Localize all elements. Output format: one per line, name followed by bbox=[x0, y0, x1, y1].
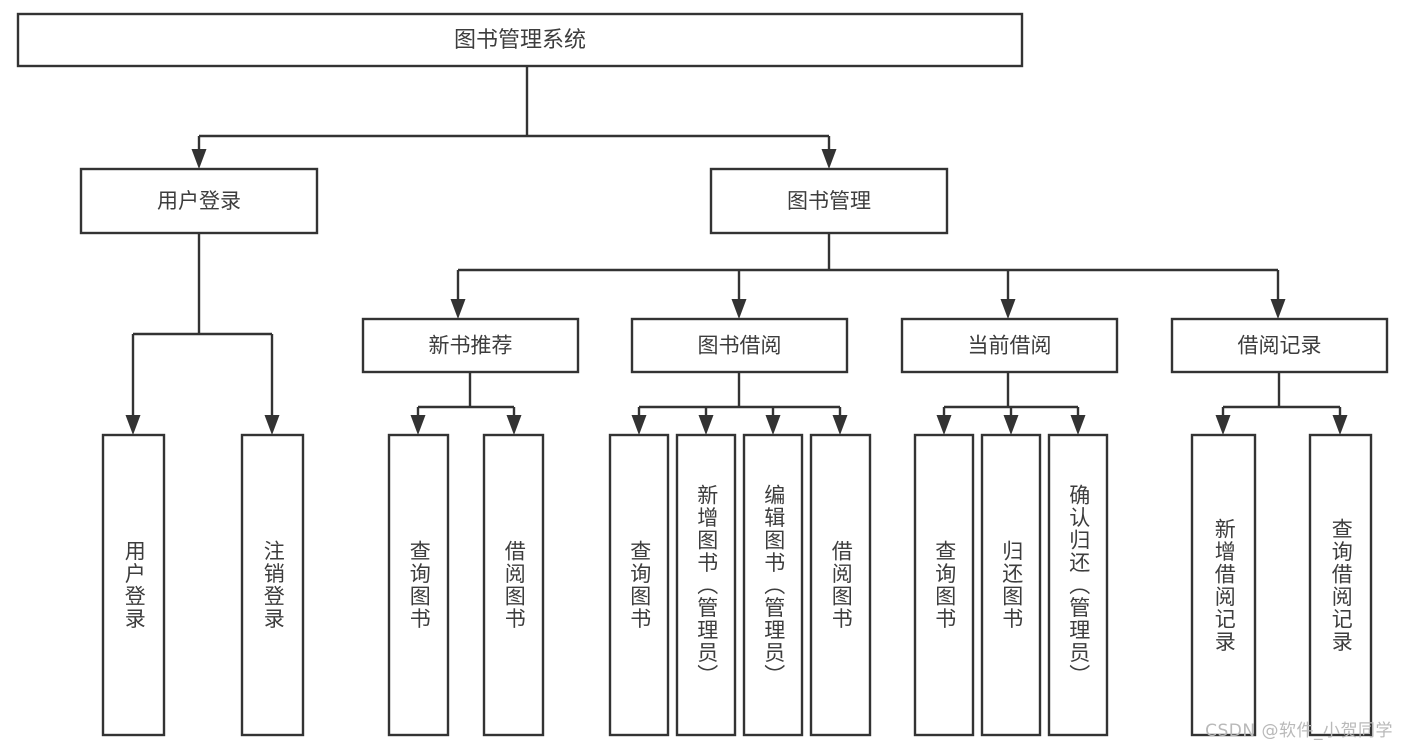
level3-node-box-borrow-record[interactable] bbox=[1170, 317, 1389, 374]
connector-new-book-recommend-branch-1-arrowhead bbox=[506, 415, 522, 435]
level2-node-box-user-login[interactable] bbox=[79, 167, 319, 235]
root-node-box-root[interactable] bbox=[16, 12, 1024, 68]
connector-book-management-branch-0-arrowhead bbox=[450, 299, 466, 319]
connector-book-management-branch-3-arrowhead bbox=[1270, 299, 1286, 319]
connector-new-book-recommend-branch-0-arrowhead bbox=[410, 415, 426, 435]
root-node-label-root: 图书管理系统 bbox=[454, 28, 586, 53]
level3-node-box-current-borrow[interactable] bbox=[900, 317, 1119, 374]
level3-node-label-borrow-record: 借阅记录 bbox=[1238, 334, 1322, 358]
leaf-node-box-leaf-borrow-book-1[interactable] bbox=[482, 433, 545, 737]
connector-current-borrow-branch-2-arrowhead bbox=[1070, 415, 1086, 435]
level3-node-label-current-borrow: 当前借阅 bbox=[968, 334, 1052, 358]
leaf-node-box-leaf-query-book-1[interactable] bbox=[387, 433, 450, 737]
connectors-layer bbox=[125, 66, 1348, 435]
leaf-node-box-leaf-edit-book[interactable] bbox=[742, 433, 804, 737]
connector-book-management-branch-2-arrowhead bbox=[1000, 299, 1016, 319]
level3-node-box-book-borrow[interactable] bbox=[630, 317, 849, 374]
level2-node-box-book-management[interactable] bbox=[709, 167, 949, 235]
connector-book-borrow-branch-2-arrowhead bbox=[765, 415, 781, 435]
connector-user-login-branch-1-arrowhead bbox=[264, 415, 280, 435]
connector-borrow-record-branch-1-arrowhead bbox=[1332, 415, 1348, 435]
leaf-node-box-leaf-add-book[interactable] bbox=[675, 433, 737, 737]
connector-book-borrow-branch-0-arrowhead bbox=[631, 415, 647, 435]
leaf-node-box-leaf-borrow-book-2[interactable] bbox=[809, 433, 872, 737]
connector-current-borrow-branch-0-arrowhead bbox=[936, 415, 952, 435]
leaf-node-box-leaf-query-record[interactable] bbox=[1308, 433, 1373, 737]
leaf-node-box-leaf-query-book-3[interactable] bbox=[913, 433, 975, 737]
watermark-text: CSDN @软件_小贺同学 bbox=[1205, 721, 1393, 741]
level2-node-label-book-management: 图书管理 bbox=[787, 189, 871, 213]
level3-node-box-new-book-recommend[interactable] bbox=[361, 317, 580, 374]
connector-current-borrow-branch-1-arrowhead bbox=[1003, 415, 1019, 435]
connector-user-login-branch-0-arrowhead bbox=[125, 415, 141, 435]
connector-root-branch-1-arrowhead bbox=[821, 149, 837, 169]
level3-node-label-new-book-recommend: 新书推荐 bbox=[429, 334, 513, 358]
connector-root-branch-0-arrowhead bbox=[191, 149, 207, 169]
leaf-node-box-leaf-logout[interactable] bbox=[240, 433, 305, 737]
connector-borrow-record-branch-0-arrowhead bbox=[1215, 415, 1231, 435]
connector-book-borrow-branch-1-arrowhead bbox=[698, 415, 714, 435]
level2-node-label-user-login: 用户登录 bbox=[157, 189, 241, 213]
leaf-node-box-leaf-add-record[interactable] bbox=[1190, 433, 1257, 737]
leaf-node-box-leaf-confirm-return[interactable] bbox=[1047, 433, 1109, 737]
level3-node-label-book-borrow: 图书借阅 bbox=[698, 334, 782, 358]
leaf-node-box-leaf-user-login[interactable] bbox=[101, 433, 166, 737]
leaf-node-box-leaf-query-book-2[interactable] bbox=[608, 433, 670, 737]
connector-book-management-branch-1-arrowhead bbox=[731, 299, 747, 319]
connector-book-borrow-branch-3-arrowhead bbox=[832, 415, 848, 435]
leaf-node-box-leaf-return-book[interactable] bbox=[980, 433, 1042, 737]
